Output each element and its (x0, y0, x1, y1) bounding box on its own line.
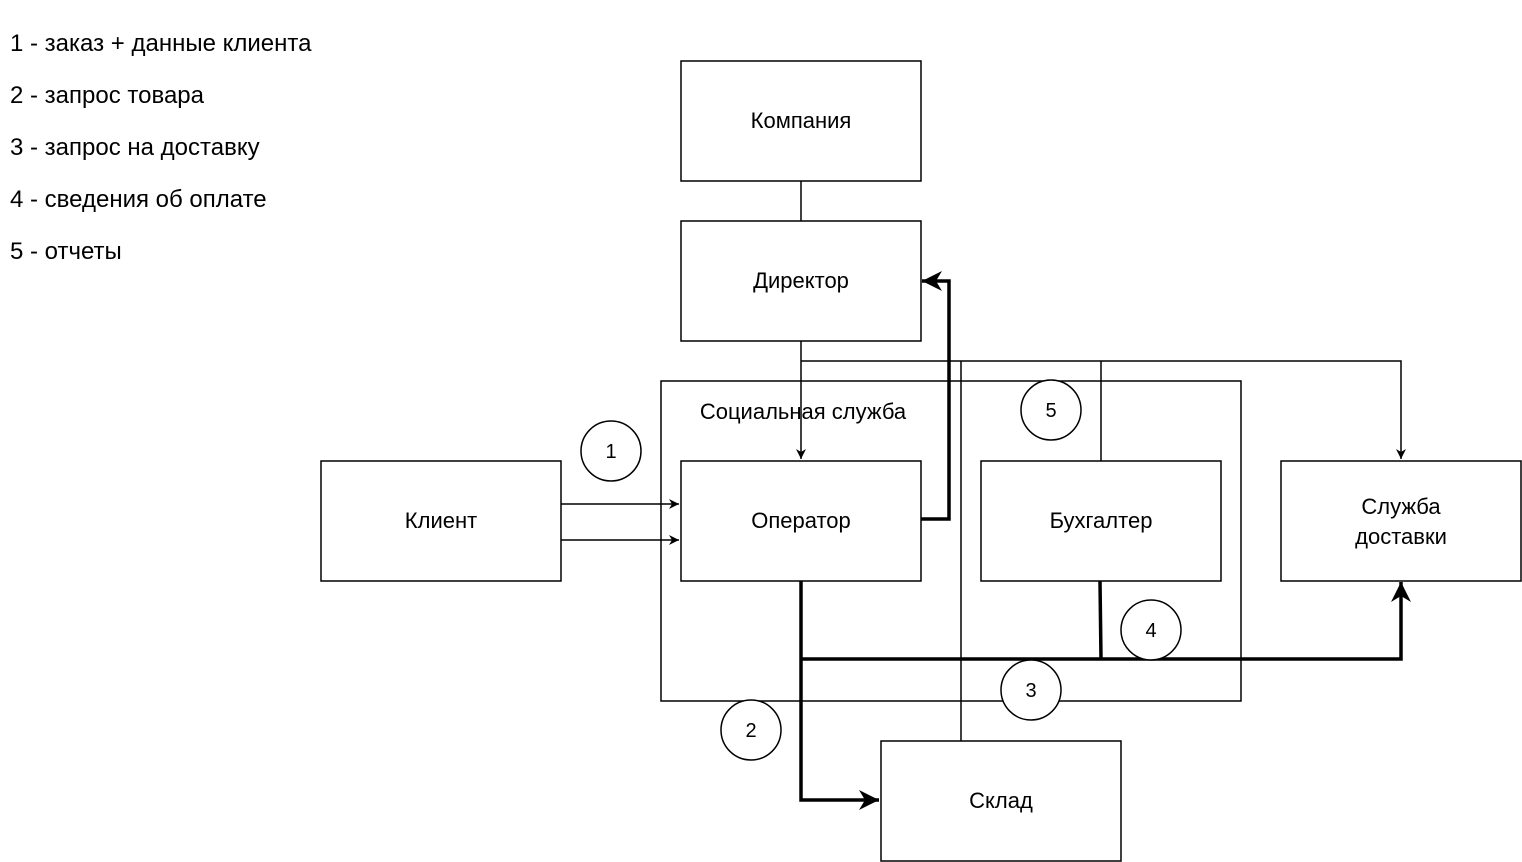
legend: 1 - заказ + данные клиента 2 - запрос то… (10, 18, 311, 278)
social-service-group (660, 380, 1242, 702)
delivery-service-label-line2: доставки (1355, 524, 1447, 549)
marker-3-label: 3 (1025, 680, 1036, 702)
marker-4-label: 4 (1145, 620, 1156, 642)
director-node (680, 220, 922, 342)
marker-2 (720, 699, 782, 761)
company-label: Компания (751, 108, 852, 133)
marker-5 (1020, 379, 1082, 441)
accountant-label: Бухгалтер (1050, 508, 1153, 533)
accountant-node (980, 460, 1222, 582)
operator-warehouse-arrow (799, 581, 879, 810)
legend-item-5: 5 - отчеты (10, 238, 122, 265)
operator-delivery-arrow (801, 582, 1411, 661)
marker-1-label: 1 (605, 441, 616, 463)
marker-5-label: 5 (1045, 400, 1056, 422)
company-node (680, 60, 922, 182)
director-label: Директор (753, 268, 849, 293)
delivery-service-label-line1: Служба (1361, 494, 1441, 519)
marker-2-label: 2 (745, 720, 756, 742)
accountant-payment-connector (1098, 580, 1103, 660)
legend-item-4: 4 - сведения об оплате (10, 186, 267, 213)
delivery-service-node (1280, 460, 1522, 582)
warehouse-label: Склад (969, 788, 1033, 813)
operator-node (680, 460, 922, 582)
marker-4 (1120, 599, 1182, 661)
legend-item-3: 3 - запрос на доставку (10, 134, 260, 161)
operator-label: Оператор (751, 508, 851, 533)
operator-director-report-arrow (921, 271, 951, 521)
social-service-label: Социальная служба (700, 399, 907, 424)
warehouse-node (880, 740, 1122, 862)
legend-item-1: 1 - заказ + данные клиента (10, 30, 312, 57)
client-label: Клиент (405, 508, 477, 533)
marker-1 (580, 420, 642, 482)
marker-3 (1000, 659, 1062, 721)
client-node (320, 460, 562, 582)
director-delivery-connector (801, 360, 1406, 459)
legend-item-2: 2 - запрос товара (10, 82, 204, 109)
